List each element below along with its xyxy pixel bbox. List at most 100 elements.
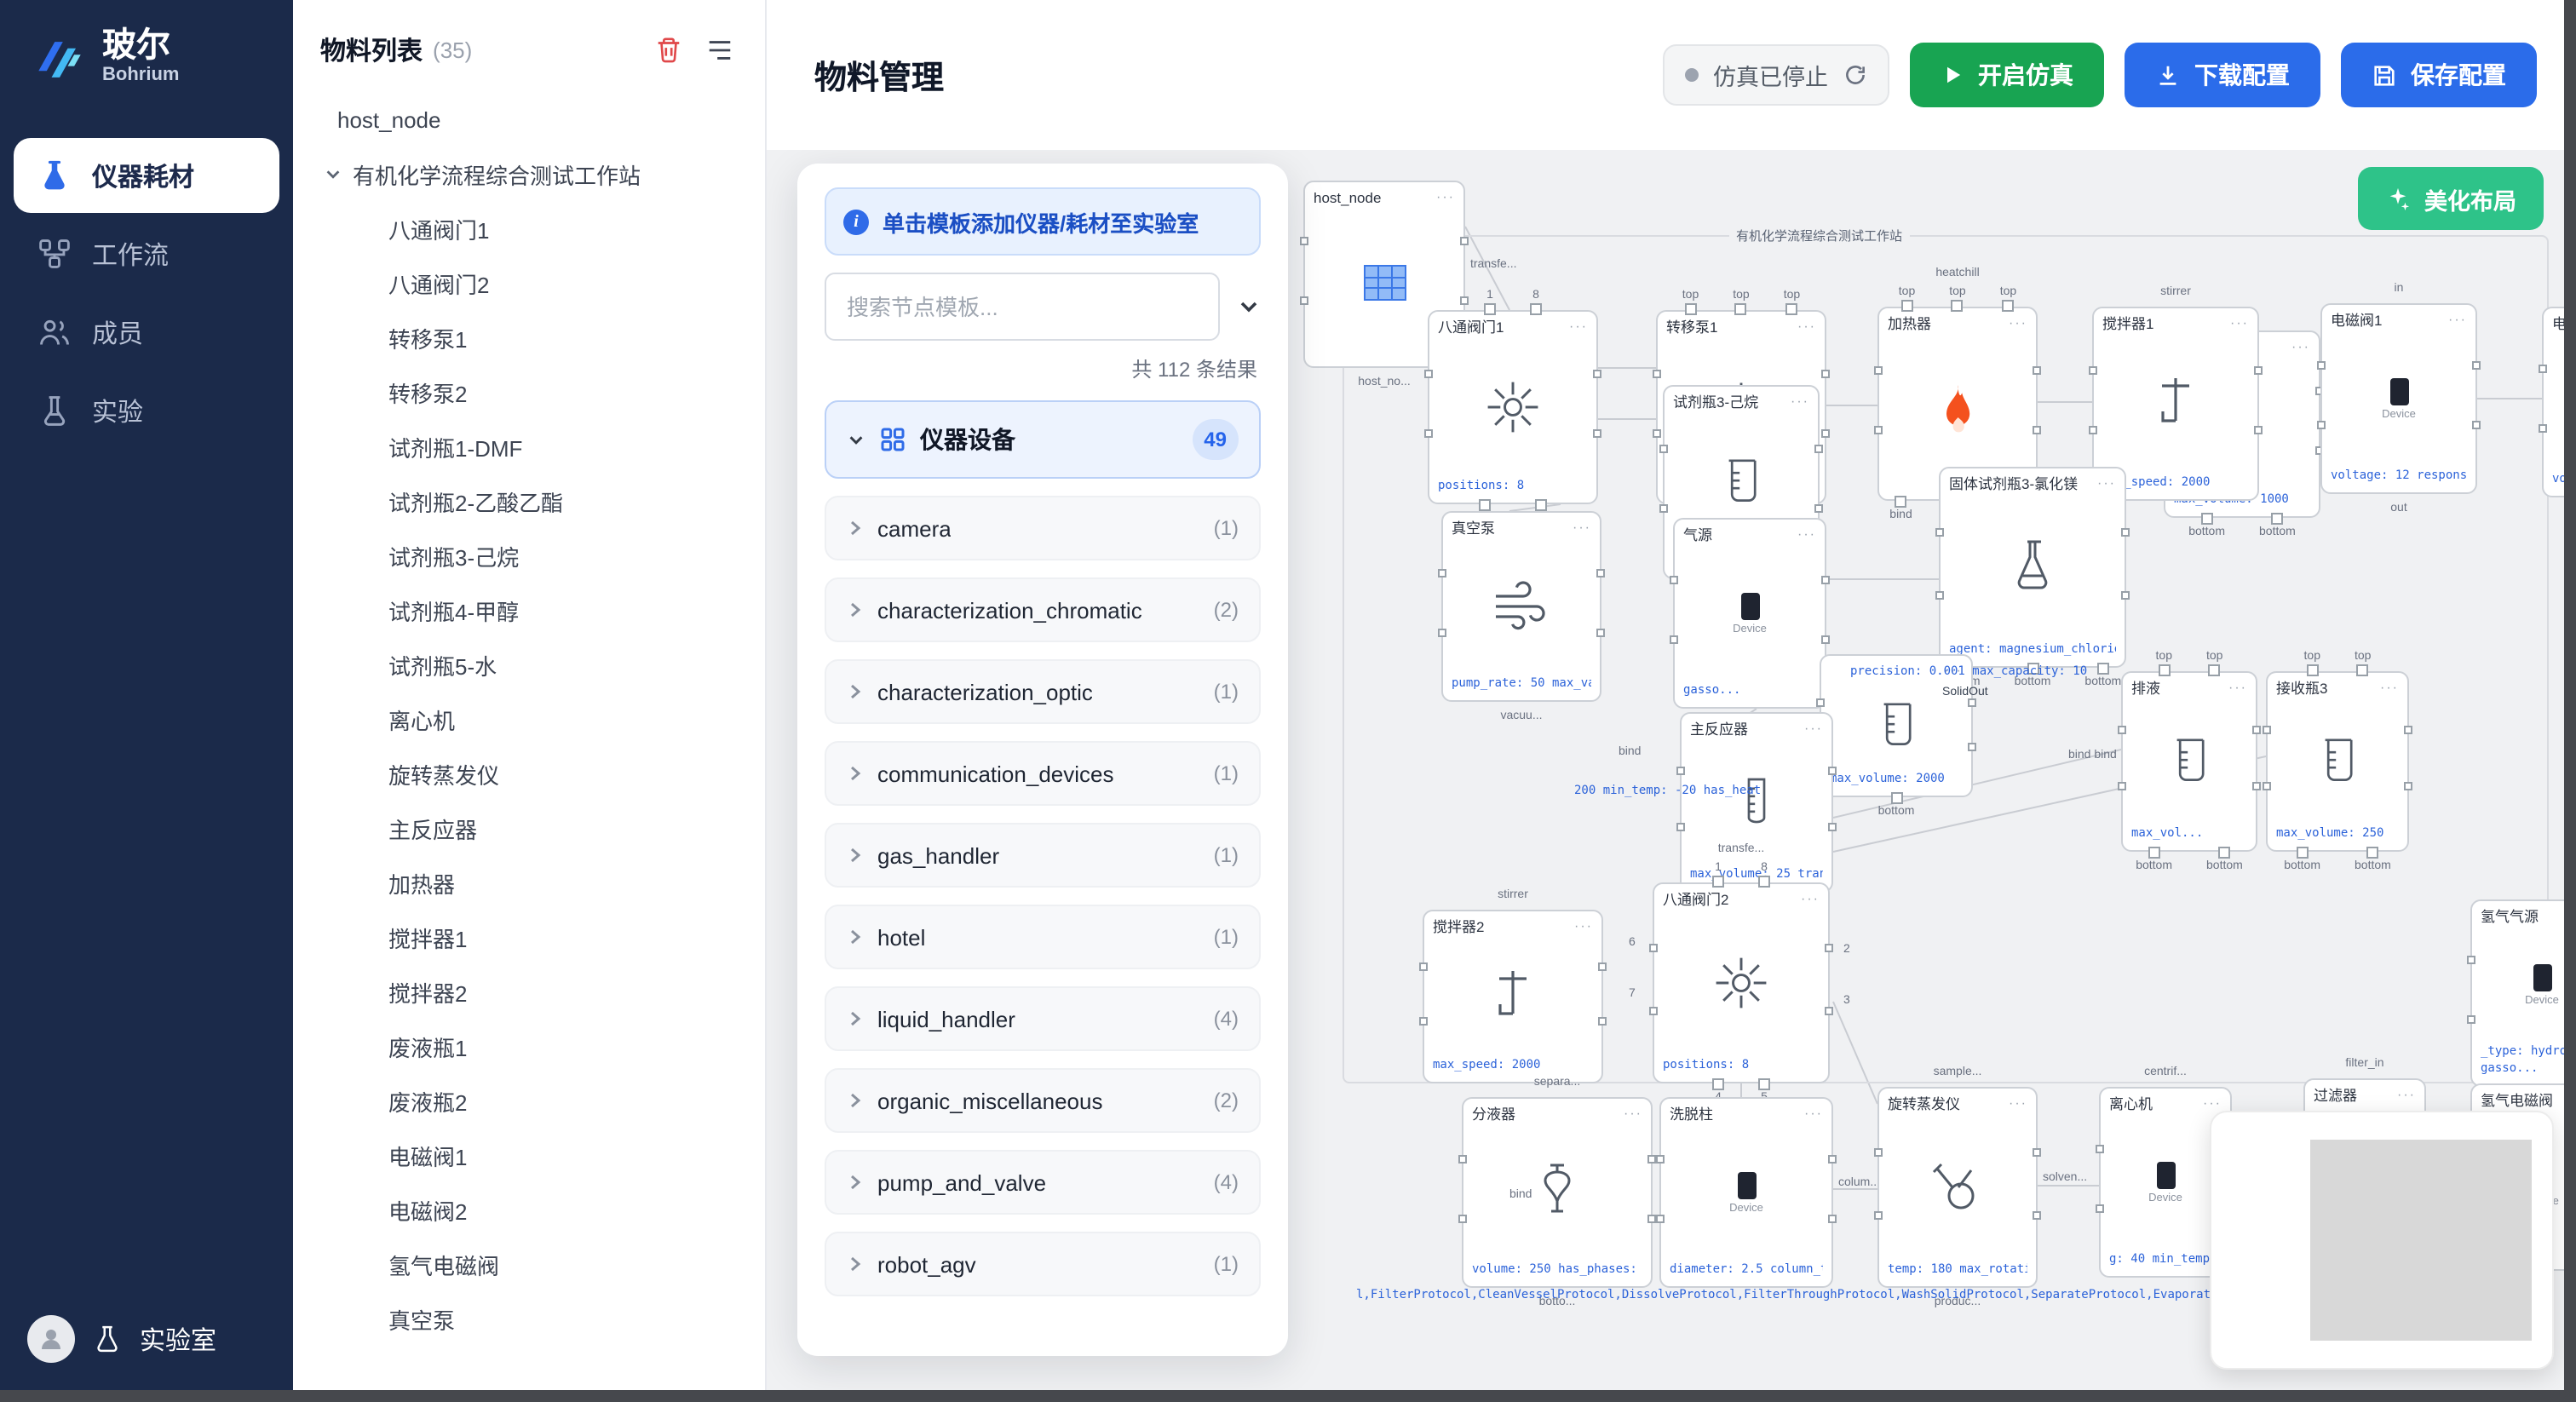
tree-item[interactable]: 试剂瓶3-己烷	[388, 544, 520, 570]
tree-item[interactable]: 试剂瓶4-甲醇	[388, 599, 520, 624]
minimap[interactable]	[2210, 1111, 2554, 1370]
more-icon[interactable]: ···	[2397, 1087, 2416, 1103]
template-search-input[interactable]	[825, 273, 1220, 341]
canvas-node[interactable]: 八通阀门1···positions: 818bindbind	[1424, 290, 1601, 525]
more-icon[interactable]: ···	[1791, 394, 1809, 410]
cylinder-icon	[1690, 738, 1823, 867]
template-category-pump_and_valve[interactable]: pump_and_valve(4)	[825, 1150, 1261, 1215]
template-category-organic_miscellaneous[interactable]: organic_miscellaneous(2)	[825, 1068, 1261, 1133]
tree-item[interactable]: 离心机	[388, 708, 456, 733]
more-icon[interactable]: ···	[1804, 1106, 1823, 1122]
avatar[interactable]	[27, 1315, 75, 1363]
trash-icon[interactable]	[649, 31, 687, 68]
more-icon[interactable]: ···	[1624, 1106, 1642, 1122]
more-icon[interactable]: ···	[2009, 1095, 2027, 1112]
more-icon[interactable]: ···	[1574, 918, 1593, 934]
more-icon[interactable]: ···	[1436, 189, 1455, 205]
more-icon[interactable]: ···	[2230, 315, 2249, 331]
tree-item[interactable]: 搅拌器1	[388, 926, 468, 951]
template-category-camera[interactable]: camera(1)	[825, 496, 1261, 560]
tree-item[interactable]: 废液瓶1	[388, 1035, 468, 1060]
flask-icon	[37, 158, 72, 192]
template-category-characterization_chromatic[interactable]: characterization_chromatic(2)	[825, 577, 1261, 642]
template-category-characterization_optic[interactable]: characterization_optic(1)	[825, 659, 1261, 724]
more-icon[interactable]: ···	[2203, 1095, 2222, 1112]
canvas-node[interactable]: 旋转蒸发仪···temp: 180 max_rotation_speed:sam…	[1874, 1066, 2087, 1308]
download-config-button[interactable]: 下载配置	[2125, 43, 2320, 107]
node-title: 氢气气源	[2481, 908, 2539, 925]
tree-group-workstation[interactable]: 有机化学流程综合测试工作站	[293, 147, 765, 201]
more-icon[interactable]: ···	[2009, 315, 2027, 331]
tree-item[interactable]: 试剂瓶5-水	[388, 653, 497, 679]
sidebar-item-workflow[interactable]: 工作流	[14, 216, 279, 291]
tree-item[interactable]: 转移泵1	[388, 326, 468, 352]
template-category-robot_agv[interactable]: robot_agv(1)	[825, 1232, 1261, 1296]
tree-item[interactable]: 加热器	[388, 871, 456, 897]
minimap-viewport[interactable]	[2310, 1140, 2532, 1341]
more-icon[interactable]: ···	[2097, 475, 2116, 491]
tree-item[interactable]: 主反应器	[388, 817, 478, 842]
more-icon[interactable]: ···	[2228, 680, 2247, 696]
tree-item[interactable]: 试剂瓶2-乙酸乙酯	[388, 490, 564, 515]
section-instruments[interactable]: 仪器设备 49	[825, 400, 1261, 479]
grid-icon	[1314, 206, 1455, 359]
canvas-node[interactable]: 氢气气源···Device_type: hydrogengasso...	[2467, 899, 2564, 1087]
sidebar-item-experiments[interactable]: 实验	[14, 373, 279, 448]
tree-item[interactable]: 旋转蒸发仪	[388, 762, 500, 788]
template-category-gas_handler[interactable]: gas_handler(1)	[825, 823, 1261, 888]
tree-item[interactable]: 试剂瓶1-DMF	[388, 435, 523, 461]
more-icon[interactable]: ···	[1804, 721, 1823, 737]
more-icon[interactable]: ···	[1797, 319, 1816, 335]
start-simulation-button[interactable]: 开启仿真	[1910, 43, 2104, 107]
template-category-communication_devices[interactable]: communication_devices(1)	[825, 741, 1261, 806]
canvas-label: precision: 0.001 max_capacity: 10	[1850, 664, 2088, 678]
sidebar-footer[interactable]: 实验室	[0, 1315, 293, 1363]
refresh-icon[interactable]	[1843, 63, 1867, 87]
chevron-down-icon	[847, 430, 865, 449]
more-icon[interactable]: ···	[1944, 663, 1963, 678]
canvas-node[interactable]: 分液器···volume: 250 has_phases: truesepara…	[1458, 1077, 1656, 1308]
tree-item[interactable]: 电磁阀1	[388, 1144, 468, 1169]
tree-item-host-node[interactable]: host_node	[293, 92, 765, 147]
template-category-hotel[interactable]: hotel(1)	[825, 905, 1261, 969]
more-icon[interactable]: ···	[1573, 520, 1591, 536]
tree-item[interactable]: 转移泵2	[388, 381, 468, 406]
tree-item[interactable]: 氢气电磁阀	[388, 1253, 500, 1278]
more-icon[interactable]: ···	[1797, 526, 1816, 543]
category-count: (1)	[1213, 843, 1239, 867]
more-icon[interactable]: ···	[2448, 312, 2467, 328]
tree-item[interactable]: 真空泵	[388, 1307, 456, 1333]
chevron-right-icon	[847, 683, 864, 700]
more-icon[interactable]: ···	[1569, 319, 1588, 335]
canvas-node[interactable]: 真空泵···pump_rate: 50 max_vacuum: 0.1vacuu…	[1438, 511, 1605, 722]
tree-item[interactable]: 八通阀门2	[388, 272, 490, 297]
canvas[interactable]: 有机化学流程综合测试工作站 host_node···host_no...tran…	[767, 150, 2564, 1390]
collapse-chevron-icon[interactable]	[1237, 295, 1261, 319]
tree-item[interactable]: 搅拌器2	[388, 980, 468, 1006]
tree-item[interactable]: 废液瓶2	[388, 1089, 468, 1115]
canvas-node[interactable]: 主反应器···max_volume: 25 transfer_rate: 10	[1676, 712, 1837, 893]
tree-item[interactable]: 电磁阀2	[388, 1198, 468, 1224]
save-config-button[interactable]: 保存配置	[2341, 43, 2537, 107]
canvas-node[interactable]: 八通阀门2···positions: 81845transfe...	[1649, 843, 1833, 1104]
tree-item[interactable]: 八通阀门1	[388, 217, 490, 243]
template-category-liquid_handler[interactable]: liquid_handler(4)	[825, 986, 1261, 1051]
beautify-layout-button[interactable]: 美化布局	[2358, 167, 2544, 230]
list-view-icon[interactable]	[700, 31, 738, 68]
sidebar-item-members[interactable]: 成员	[14, 295, 279, 370]
more-icon[interactable]: ···	[1801, 891, 1820, 907]
sidebar-item-instruments[interactable]: 仪器耗材	[14, 138, 279, 213]
category-count: (1)	[1213, 680, 1239, 704]
more-icon[interactable]: ···	[2380, 680, 2399, 696]
more-icon[interactable]: ···	[2291, 339, 2310, 355]
node-title: 加热器	[1888, 315, 1932, 332]
